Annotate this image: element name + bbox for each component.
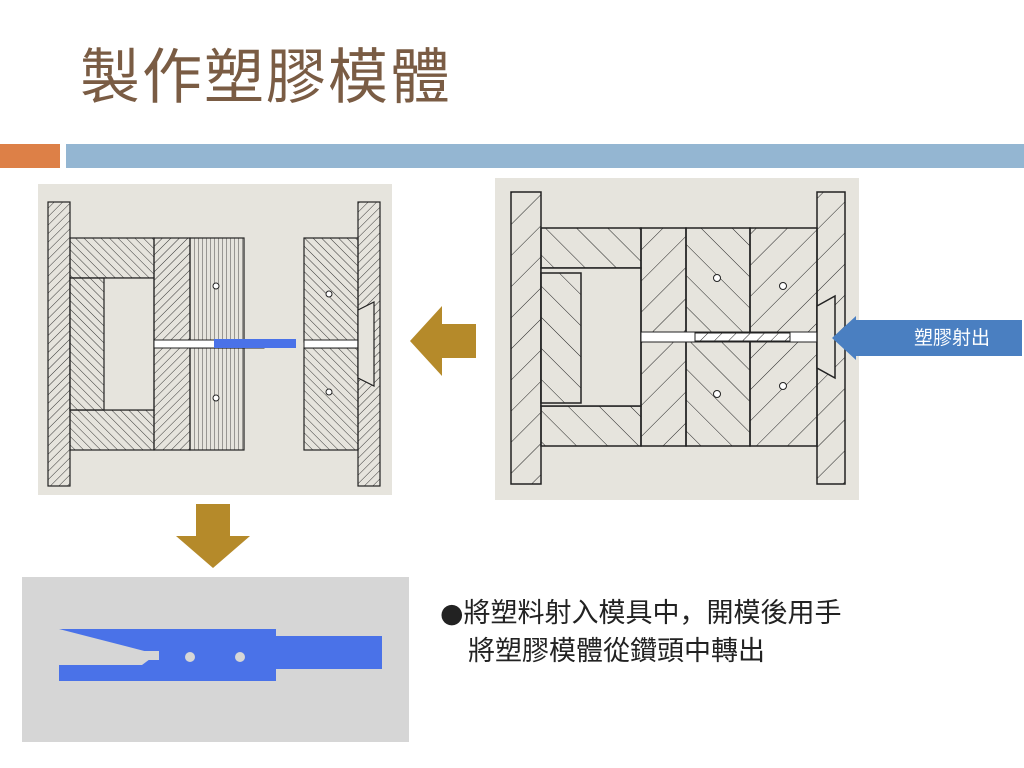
injection-callout: 塑膠射出 [832, 316, 1022, 360]
arrow-left-callout-icon [832, 316, 1022, 360]
body-line-1: ●將塑料射入模具中，開模後用手 [440, 598, 842, 629]
slide-title: 製作塑膠模體 [80, 43, 452, 113]
open-mold-figure [38, 184, 392, 495]
arrow-down-icon [176, 504, 250, 568]
plastic-part-figure [22, 577, 409, 742]
accent-bar-blue [66, 144, 1024, 168]
arrow-left-icon [410, 306, 476, 376]
body-line-2: 將塑膠模體從鑽頭中轉出 [468, 636, 765, 667]
accent-bar-orange [0, 144, 60, 168]
callout-label: 塑膠射出 [913, 327, 990, 349]
body-text: ●將塑料射入模具中，開模後用手 將塑膠模體從鑽頭中轉出 [440, 595, 842, 671]
closed-mold-figure [495, 178, 859, 500]
